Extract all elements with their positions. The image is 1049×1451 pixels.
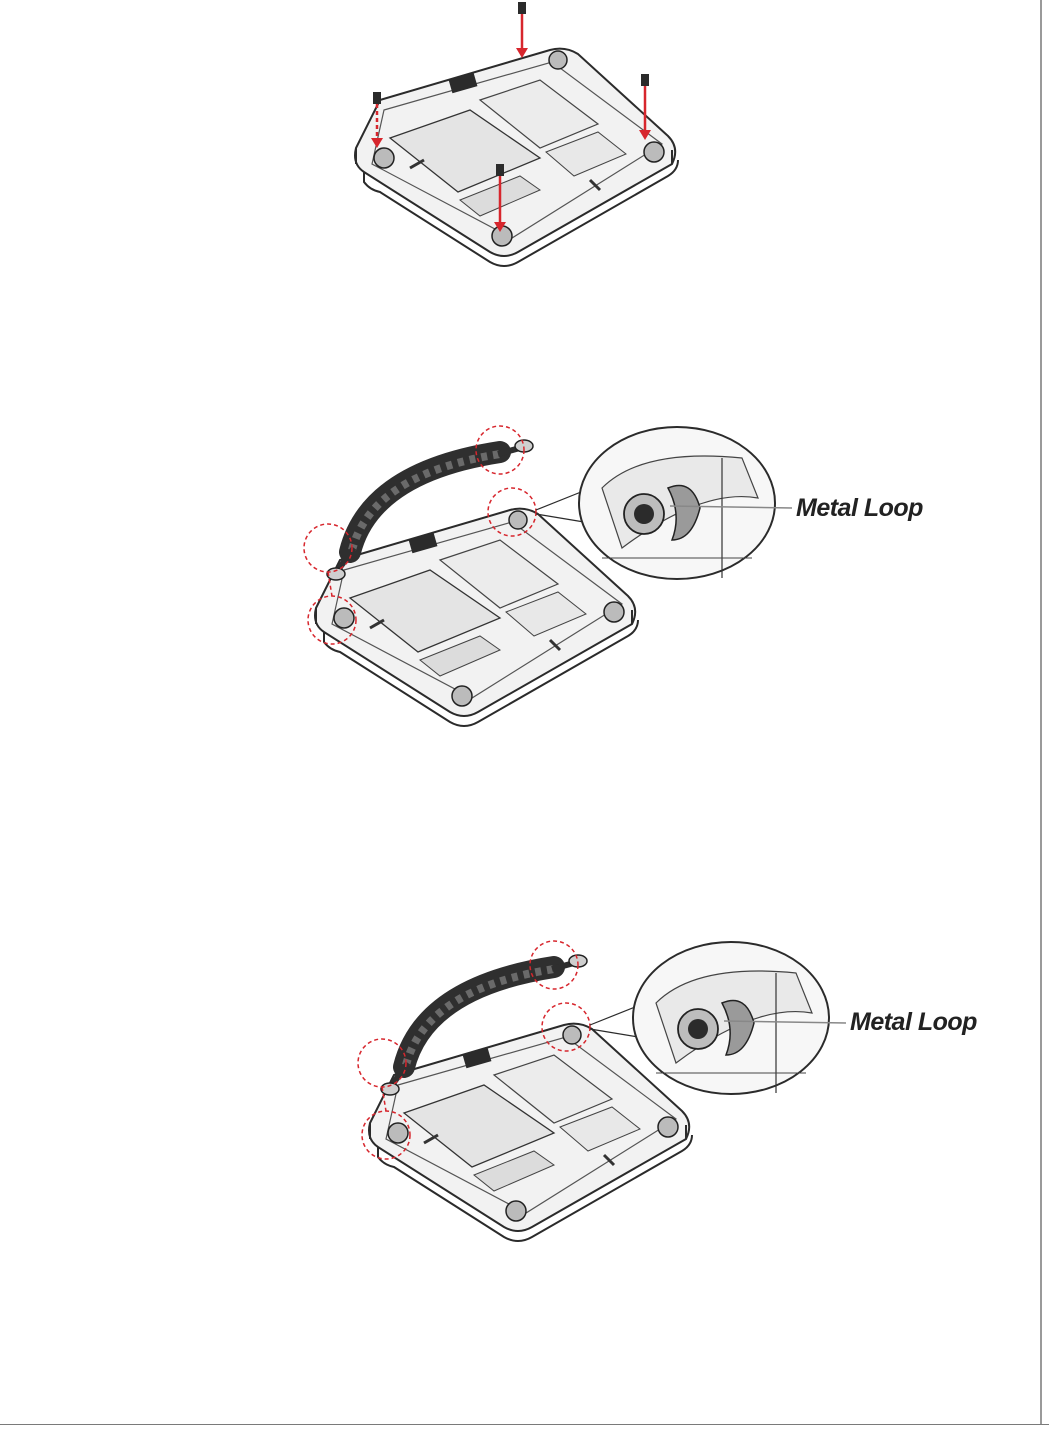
metal-loop-label-2: Metal Loop [850,1008,977,1037]
screw-right [639,74,651,140]
screw-top [516,2,528,58]
screw-removal-figure [340,0,700,280]
strap-attach-figure-2 [354,935,1014,1255]
page-margin-rule [1040,0,1042,1425]
page-footer-rule [0,1424,1049,1425]
metal-loop-label-1: Metal Loop [796,494,923,523]
strap-attach-figure-1 [300,420,960,740]
